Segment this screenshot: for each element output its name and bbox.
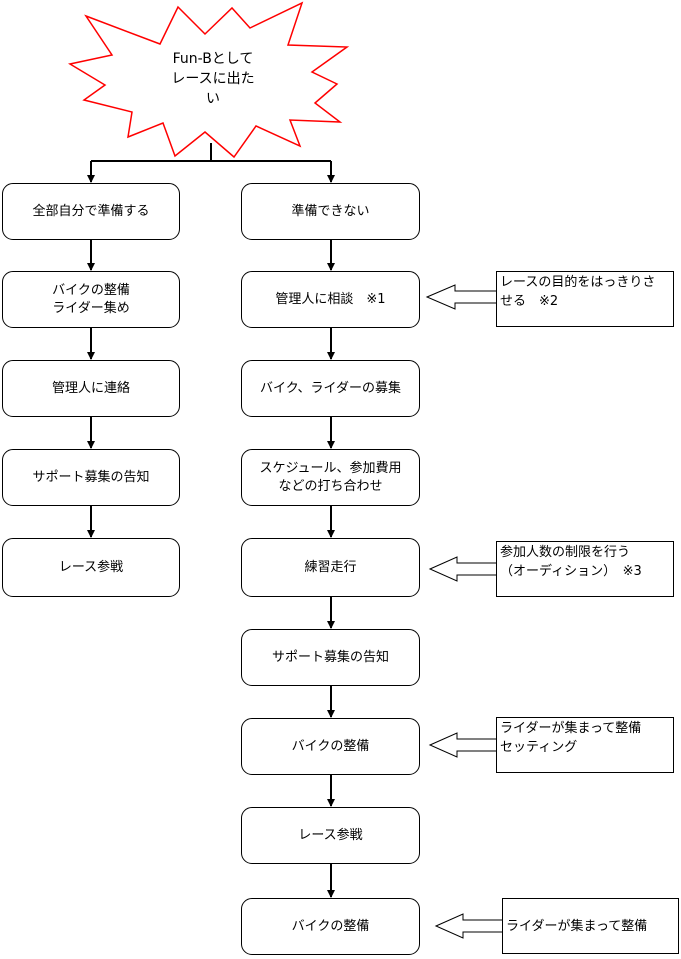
note-pointer-arrow-1 xyxy=(428,556,498,582)
left-step-2: バイクの整備 ライダー集め xyxy=(2,271,180,328)
right-step-6: サポート募集の告知 xyxy=(241,629,420,686)
note-pointer-arrow-2 xyxy=(428,732,498,758)
note-pointer-arrow-3 xyxy=(434,913,504,939)
left-step-5: レース参戦 xyxy=(2,538,180,597)
right-step-2: 管理人に相談 ※1 xyxy=(241,271,420,328)
right-step-4: スケジュール、参加費用 などの打ち合わせ xyxy=(241,449,420,506)
right-step-1: 準備できない xyxy=(241,183,420,240)
left-step-4: サポート募集の告知 xyxy=(2,449,180,506)
title-burst-shape xyxy=(67,1,350,159)
right-step-5: 練習走行 xyxy=(241,538,420,597)
note-pointer-arrow-0 xyxy=(425,284,498,310)
right-step-7: バイクの整備 xyxy=(241,718,420,775)
note-purpose: レースの目的をはっきりさ せる ※2 xyxy=(496,271,674,327)
right-step-3: バイク、ライダーの募集 xyxy=(241,360,420,417)
left-step-3: 管理人に連絡 xyxy=(2,360,180,417)
note-maintenance: ライダーが集まって整備 xyxy=(502,898,679,954)
title-text: Fun-Bとして レースに出たい xyxy=(171,51,255,107)
left-step-1: 全部自分で準備する xyxy=(2,183,180,240)
note-setting: ライダーが集まって整備 セッティング xyxy=(496,717,674,773)
right-step-9: バイクの整備 xyxy=(241,898,420,955)
right-step-8: レース参戦 xyxy=(241,807,420,864)
note-audition: 参加人数の制限を行う （オーディション） ※3 xyxy=(496,541,674,597)
